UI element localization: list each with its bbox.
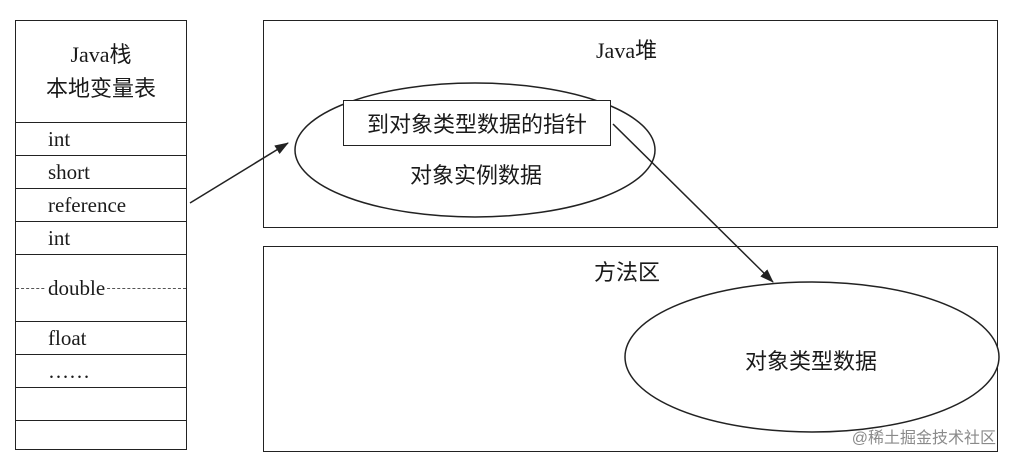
slot-float: float [16,322,186,355]
type-pointer-label: 到对象类型数据的指针 [366,112,587,137]
slot-int-2: int [16,222,186,255]
slot-reference: reference [16,189,186,222]
type-pointer-arrow [612,123,774,283]
reference-arrow [189,142,289,204]
object-type-ellipse [624,281,1000,433]
slot-ellipsis: …… [16,355,186,388]
stack-header: Java栈 本地变量表 [16,21,186,123]
method-area-title: 方法区 [594,260,661,285]
local-variable-table-title: 本地变量表 [45,75,156,101]
object-type-label: 对象类型数据 [745,349,878,374]
java-stack: Java栈 本地变量表 int short reference int doub… [15,20,187,450]
java-heap-title: Java堆 [596,38,658,63]
slot-double-label: double [46,275,108,301]
slot-double: double [16,255,186,322]
slot-short: short [16,156,186,189]
type-pointer-box: 到对象类型数据的指针 [343,100,611,146]
slot-empty-1 [16,388,186,421]
java-heap-region: Java堆 [263,20,998,228]
object-instance-label: 对象实例数据 [410,163,543,188]
watermark: @稀土掘金技术社区 [851,430,996,447]
slot-int: int [16,123,186,156]
stack-title: Java栈 [70,41,132,67]
